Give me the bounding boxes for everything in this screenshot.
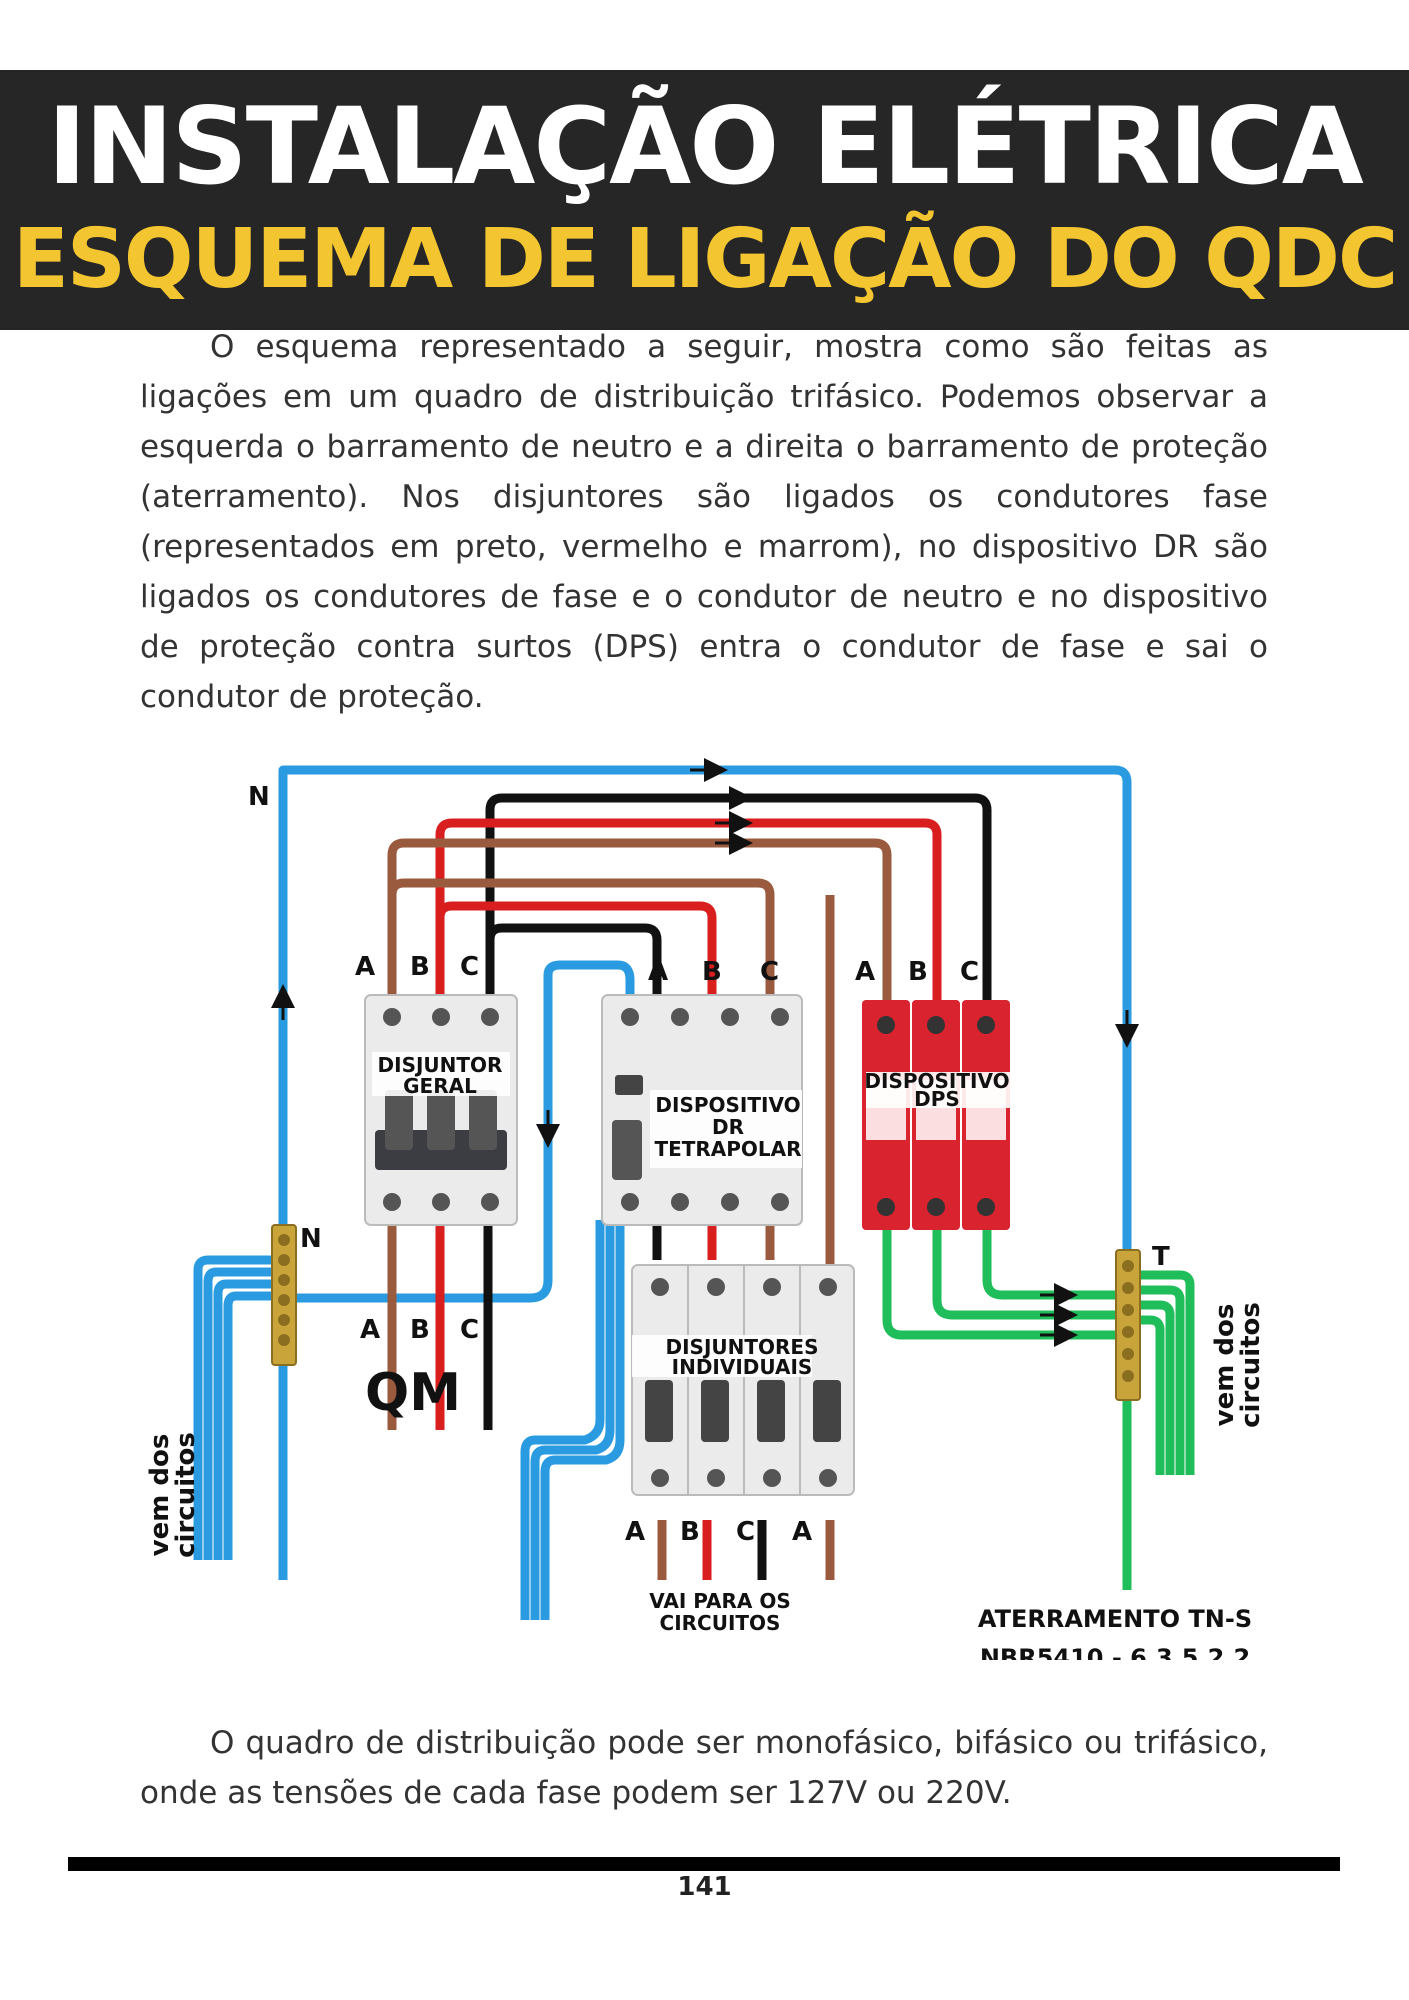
page-subtitle: ESQUEMA DE LIGAÇÃO DO QDC — [12, 212, 1398, 307]
disjuntor-geral — [364, 994, 518, 1226]
disjuntores-individuais — [631, 1264, 855, 1496]
dps-phase-c: C — [960, 957, 979, 987]
vem-right-2: circuitos — [1236, 1302, 1266, 1428]
dr-label-2: DR — [712, 1115, 744, 1139]
qm-label: QM — [365, 1363, 461, 1423]
vem-right-1: vem dos — [1210, 1304, 1240, 1427]
footer-rule — [68, 1857, 1340, 1871]
phase-red-wires — [435, 818, 942, 1580]
dispositivo-dr — [601, 994, 803, 1226]
vem-dos-circuitos-right: vem dos circuitos — [1210, 1302, 1266, 1428]
qm-phase-c: C — [460, 1315, 479, 1345]
vai-para-label-1: VAI PARA OS — [649, 1589, 791, 1613]
dr-label-1: DISPOSITIVO — [655, 1093, 800, 1117]
title-banner — [0, 70, 1409, 330]
intro-paragraph: O esquema representado a seguir, mostra … — [140, 329, 1268, 715]
dg-phase-a: A — [355, 952, 375, 982]
vem-left-2: circuitos — [171, 1432, 201, 1558]
dg-phase-c: C — [460, 952, 479, 982]
dispositivo-dps — [862, 1000, 1010, 1230]
individuais-label-2: INDIVIDUAIS — [672, 1355, 813, 1379]
dr-label-3: TETRAPOLAR — [654, 1137, 801, 1161]
dps-phase-a: A — [855, 957, 875, 987]
page-title: INSTALAÇÃO ELÉTRICA — [47, 85, 1364, 208]
dr-phase-a: A — [648, 957, 668, 987]
dps-label-2: DPS — [914, 1087, 960, 1111]
qm-phase-a: A — [360, 1315, 380, 1345]
qm-phase-b: B — [410, 1315, 430, 1345]
ground-wires — [882, 1220, 1195, 1590]
closing-paragraph: O quadro de distribuição pode ser monofá… — [140, 1725, 1268, 1811]
dps-phase-b: B — [908, 957, 928, 987]
dr-phase-c: C — [760, 957, 779, 987]
out-phase-c: C — [736, 1517, 755, 1547]
phase-brown-wires — [387, 838, 892, 1580]
page-number: 141 — [677, 1872, 732, 1902]
vai-para-label-2: CIRCUITOS — [660, 1611, 781, 1635]
flow-arrows — [271, 758, 1139, 1347]
disjuntor-geral-label-2: GERAL — [403, 1074, 477, 1098]
dr-phase-b: B — [702, 957, 722, 987]
aterramento-label-1: ATERRAMENTO TN-S — [978, 1605, 1252, 1633]
label-n-busbar: N — [300, 1224, 322, 1254]
neutral-busbar — [271, 1224, 297, 1366]
vem-dos-circuitos-left: vem dos circuitos — [145, 1432, 201, 1558]
neutral-to-dr — [295, 960, 635, 1303]
aterramento-label-2: NBR5410 - 6.3.5.2.2 — [980, 1644, 1250, 1660]
out-phase-a2: A — [792, 1517, 812, 1547]
ground-busbar — [1115, 1249, 1141, 1401]
out-phase-a: A — [625, 1517, 645, 1547]
vem-left-1: vem dos — [145, 1434, 175, 1557]
label-t-busbar: T — [1152, 1242, 1170, 1272]
dps-label-1: DISPOSITIVO — [864, 1069, 1009, 1093]
dg-phase-b: B — [410, 952, 430, 982]
wiring-diagram: N N T A B C A B C A B C A B C QM DISJUNT… — [145, 758, 1266, 1660]
out-phase-b: B — [680, 1517, 700, 1547]
disjuntor-geral-label-1: DISJUNTOR — [378, 1053, 503, 1077]
label-n-top: N — [248, 782, 270, 812]
individuais-label-1: DISJUNTORES — [666, 1335, 819, 1359]
